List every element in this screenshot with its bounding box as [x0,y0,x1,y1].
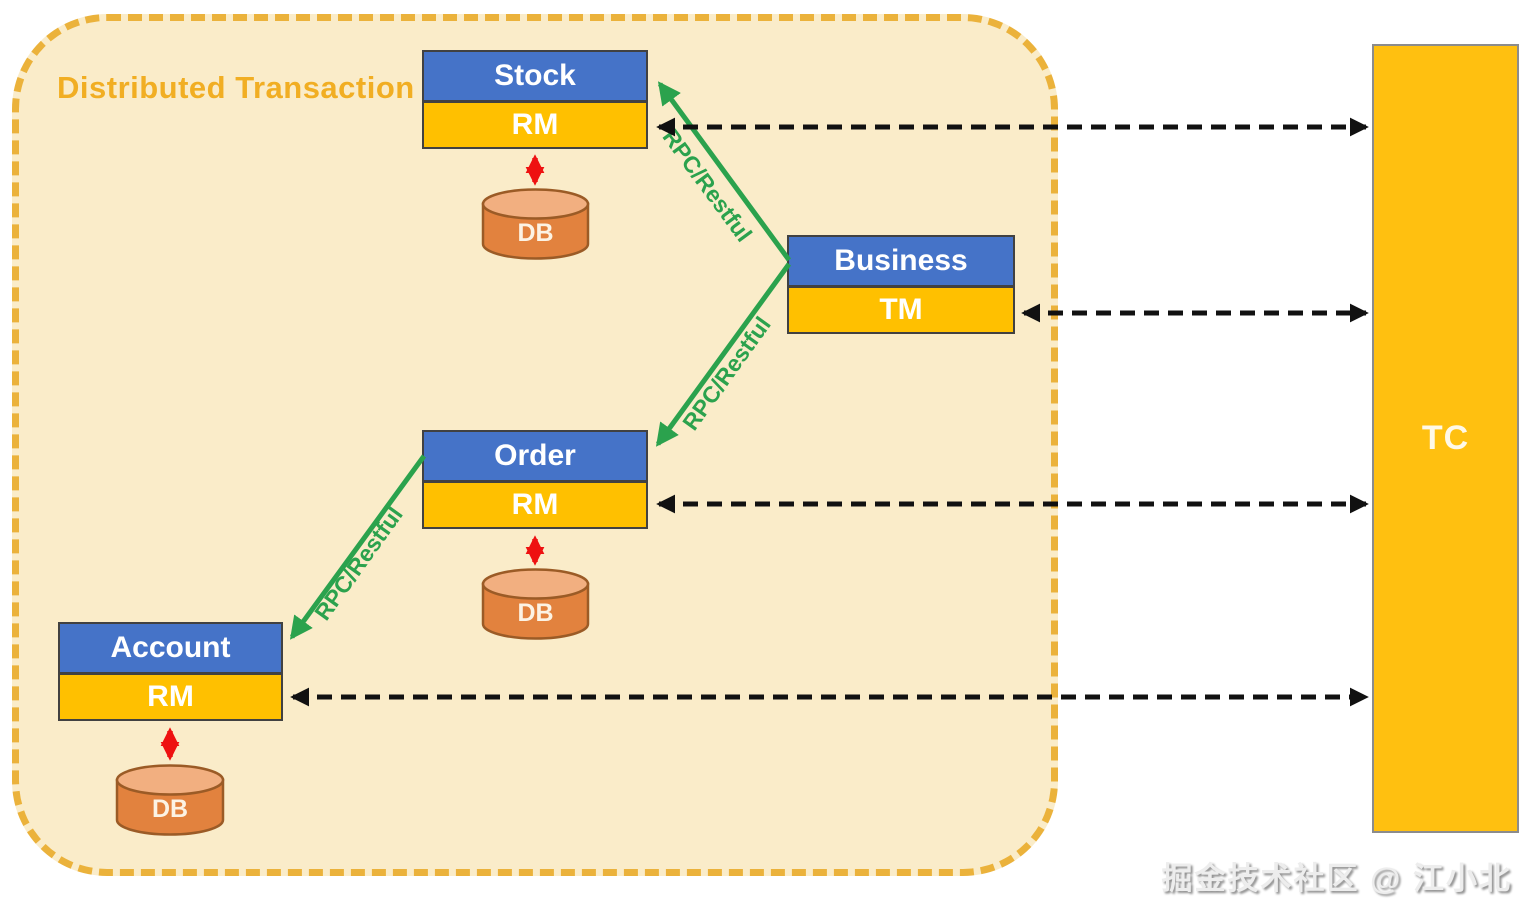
tc-box: TC [1372,44,1519,833]
node-account: Account RM [58,622,283,721]
node-account-role: RM [58,674,283,721]
node-business-role: TM [787,287,1015,334]
watermark: 掘金技术社区 @ 江小北 [1161,861,1512,896]
node-order-name: Order [422,430,648,482]
node-order: Order RM [422,430,648,529]
node-business: Business TM [787,235,1015,334]
node-stock-name: Stock [422,50,648,102]
tc-label: TC [1421,419,1470,457]
node-stock-role: RM [422,102,648,149]
node-order-role: RM [422,482,648,529]
node-stock: Stock RM [422,50,648,149]
node-business-name: Business [787,235,1015,287]
node-account-name: Account [58,622,283,674]
boundary-title: Distributed Transaction [57,70,415,105]
